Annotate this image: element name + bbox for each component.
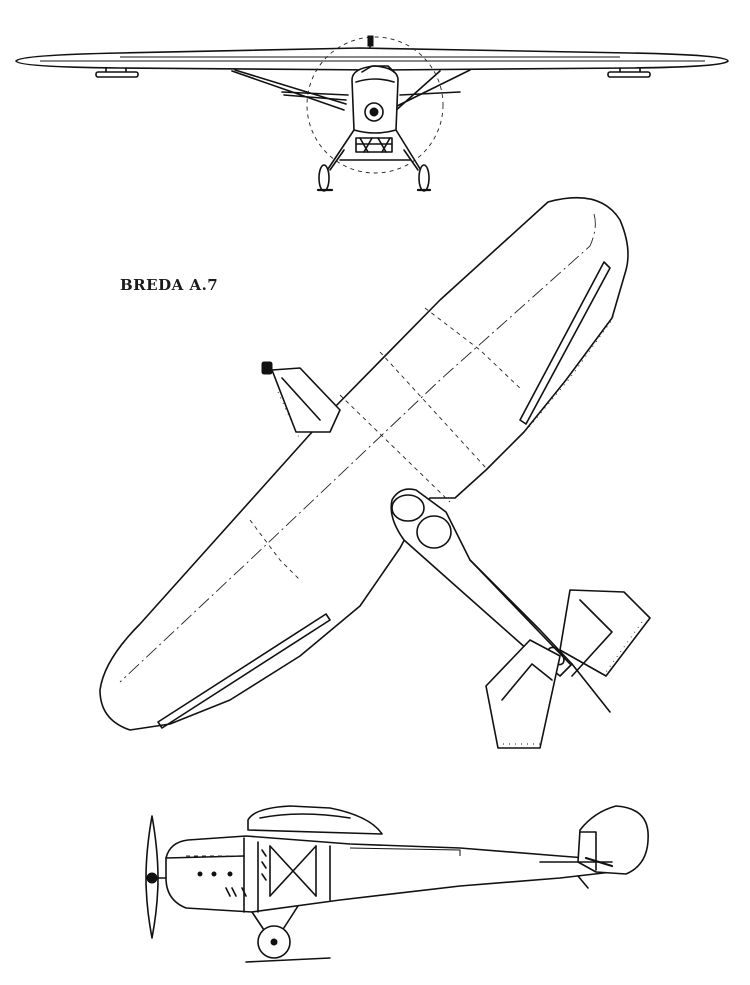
front-fuselage xyxy=(351,35,399,153)
side-fuselage xyxy=(165,835,613,913)
front-struts xyxy=(231,69,471,113)
side-landing-gear xyxy=(245,905,331,963)
propeller-disc xyxy=(306,36,444,174)
front-landing-gear xyxy=(316,129,432,192)
wingtip-floats xyxy=(95,67,651,78)
side-tail xyxy=(539,805,649,889)
plan-exhaust xyxy=(261,361,341,441)
side-propeller xyxy=(145,815,169,939)
side-wing-section xyxy=(247,805,383,835)
plan-tailplane xyxy=(485,589,651,749)
aircraft-title: BREDA A.7 xyxy=(120,276,219,294)
front-wing xyxy=(15,47,729,71)
